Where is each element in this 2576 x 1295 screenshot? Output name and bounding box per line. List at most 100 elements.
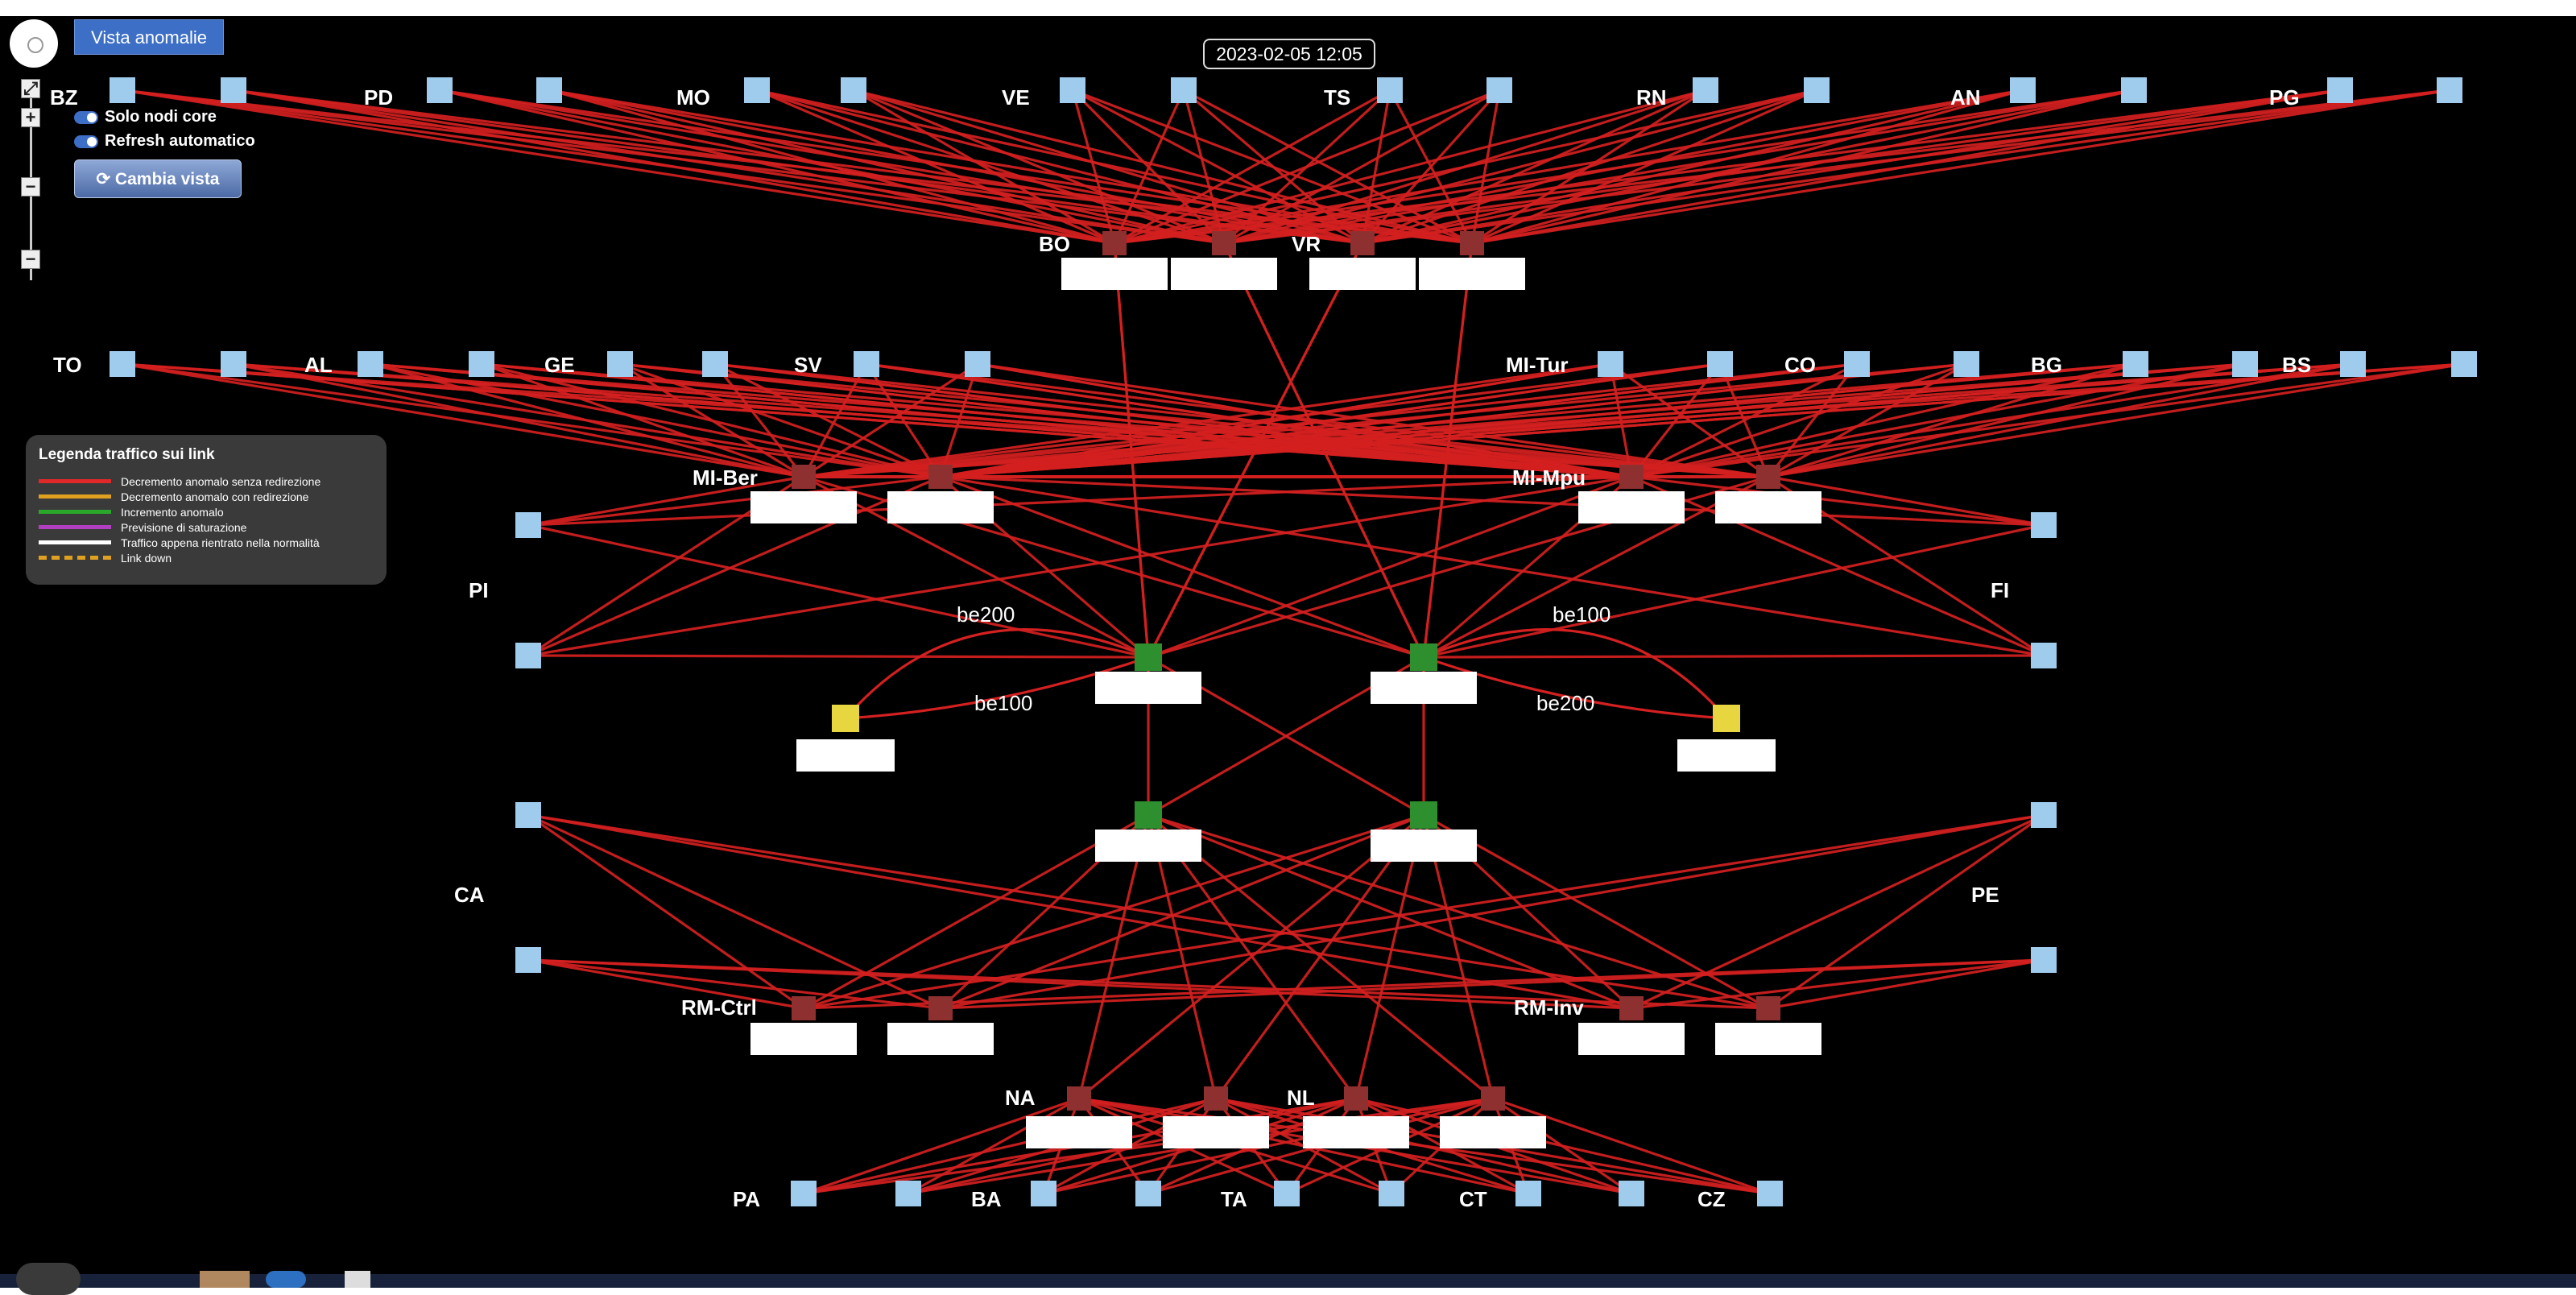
edge-node[interactable] [1031, 1181, 1056, 1206]
network-link[interactable] [803, 1097, 1217, 1195]
network-link[interactable] [1362, 89, 2341, 245]
network-link[interactable] [803, 813, 1149, 1010]
change-view-button[interactable]: ⟳ Cambia vista [74, 159, 242, 198]
core-router-node[interactable] [1204, 1086, 1228, 1111]
network-link[interactable] [1768, 362, 2246, 478]
core-router-node[interactable] [1756, 465, 1780, 489]
network-link[interactable] [233, 362, 1632, 478]
core-router-node[interactable] [792, 996, 816, 1020]
edge-node[interactable] [515, 512, 541, 538]
network-link[interactable] [803, 1097, 1080, 1195]
network-link[interactable] [1767, 363, 1859, 478]
network-link[interactable] [370, 362, 1632, 478]
network-link[interactable] [940, 362, 2465, 478]
hub-node[interactable] [1410, 801, 1437, 829]
network-link[interactable] [1768, 813, 2045, 1010]
network-link[interactable] [527, 958, 804, 1010]
network-link[interactable] [1223, 89, 2450, 245]
edge-node[interactable] [1515, 1181, 1541, 1206]
edge-node[interactable] [469, 351, 494, 377]
network-link[interactable] [940, 362, 1967, 478]
network-link[interactable] [1423, 813, 1769, 1010]
network-link[interactable] [1423, 475, 1769, 659]
edge-node[interactable] [110, 351, 135, 377]
network-link[interactable] [1631, 958, 2045, 1010]
edge-node[interactable] [1757, 1181, 1783, 1206]
network-link[interactable] [1423, 523, 2045, 659]
network-link[interactable] [802, 363, 868, 478]
network-link[interactable] [527, 813, 941, 1010]
fit-icon[interactable]: ⤢ [21, 79, 40, 98]
network-link[interactable] [866, 362, 1632, 478]
network-link[interactable] [940, 813, 2045, 1010]
edge-node[interactable] [2121, 77, 2147, 103]
network-link[interactable] [527, 813, 804, 1010]
network-link[interactable] [977, 362, 1632, 478]
network-link[interactable] [1422, 814, 1495, 1099]
network-link[interactable] [1631, 475, 2045, 657]
network-link[interactable] [233, 362, 804, 478]
core-router-node[interactable] [928, 996, 953, 1020]
edge-node[interactable] [2232, 351, 2258, 377]
edge-node[interactable] [1804, 77, 1830, 103]
network-link[interactable] [1362, 89, 2024, 245]
network-link[interactable] [1471, 89, 2450, 245]
network-link[interactable] [527, 475, 1632, 527]
network-topology-canvas[interactable]: BZ PD MO VE TS RN AN PG BO VR TO AL GE S… [0, 16, 2576, 1274]
edge-node[interactable] [2340, 351, 2366, 377]
edge-node[interactable] [854, 351, 879, 377]
network-link[interactable] [908, 1097, 1080, 1195]
network-link[interactable] [1768, 958, 2045, 1010]
edge-node[interactable] [536, 77, 562, 103]
view-anomalies-button[interactable]: Vista anomalie [74, 19, 224, 55]
network-link[interactable] [370, 362, 804, 478]
network-link[interactable] [1078, 1097, 1771, 1195]
edge-node[interactable] [358, 351, 383, 377]
network-map[interactable]: BZ PD MO VE TS RN AN PG BO VR TO AL GE S… [0, 16, 2576, 1274]
edge-node[interactable] [2327, 77, 2353, 103]
edge-node[interactable] [791, 1181, 817, 1206]
network-link[interactable] [527, 475, 941, 527]
network-link[interactable] [756, 89, 1115, 245]
network-link[interactable] [1147, 475, 1632, 659]
network-link[interactable] [1768, 362, 2354, 478]
network-link[interactable] [940, 475, 1424, 659]
network-link[interactable] [481, 362, 1632, 478]
edge-node[interactable] [221, 77, 246, 103]
core-router-node[interactable] [1067, 1086, 1091, 1111]
peering-node[interactable] [832, 705, 859, 732]
network-link[interactable] [940, 813, 1424, 1010]
network-link[interactable] [1114, 89, 2450, 245]
network-link[interactable] [122, 362, 941, 478]
network-link[interactable] [1071, 89, 1116, 244]
network-link[interactable] [713, 363, 805, 478]
network-link[interactable] [940, 362, 1858, 478]
core-router-node[interactable] [1756, 996, 1780, 1020]
network-link[interactable] [940, 362, 2136, 478]
network-link[interactable] [1768, 362, 2136, 478]
core-router-node[interactable] [1102, 231, 1127, 255]
hub-node[interactable] [1135, 801, 1162, 829]
network-link[interactable] [803, 813, 2045, 1010]
edge-node[interactable] [1707, 351, 1733, 377]
network-link[interactable] [1077, 814, 1150, 1099]
edge-node[interactable] [841, 77, 866, 103]
network-link[interactable] [803, 362, 1721, 478]
start-button[interactable] [16, 1263, 81, 1295]
network-link[interactable] [527, 654, 1149, 659]
pan-compass-control[interactable] [10, 19, 58, 68]
edge-node[interactable] [702, 351, 728, 377]
network-link[interactable] [1114, 89, 1391, 245]
network-link[interactable] [1362, 89, 2450, 245]
network-link[interactable] [527, 523, 1149, 659]
network-link[interactable] [1423, 654, 2045, 659]
network-link[interactable] [803, 475, 1149, 659]
edge-node[interactable] [221, 351, 246, 377]
core-router-node[interactable] [1460, 231, 1484, 255]
network-link[interactable] [1362, 89, 2135, 245]
edge-node[interactable] [1486, 77, 1512, 103]
network-link[interactable] [853, 89, 1473, 245]
network-link[interactable] [940, 475, 2045, 657]
network-link[interactable] [1113, 242, 1150, 658]
auto-refresh-toggle[interactable]: Refresh automatico [74, 130, 255, 151]
